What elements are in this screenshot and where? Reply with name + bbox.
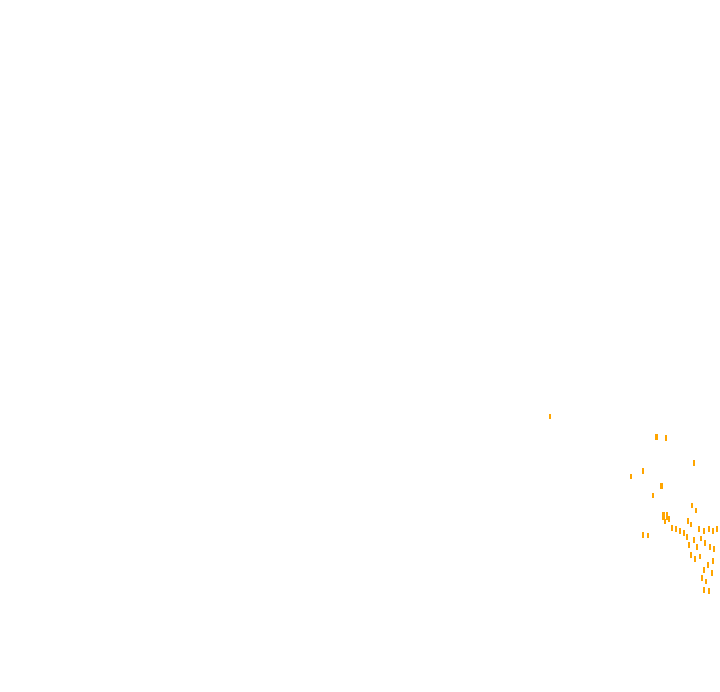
orange-dot	[700, 536, 702, 541]
orange-dot	[694, 556, 696, 562]
orange-dot	[693, 537, 695, 543]
orange-dot	[712, 528, 714, 534]
orange-dot	[679, 528, 681, 534]
orange-dot	[686, 534, 688, 540]
orange-dot	[665, 435, 667, 441]
orange-dot	[671, 525, 673, 531]
orange-dot	[707, 562, 709, 568]
orange-dot	[690, 552, 692, 558]
orange-dot	[683, 530, 685, 536]
orange-dot	[664, 519, 666, 524]
orange-dot	[693, 460, 695, 466]
orange-dot	[687, 518, 689, 524]
orange-dot	[675, 526, 677, 532]
orange-dot	[705, 579, 707, 584]
orange-dot	[662, 512, 665, 520]
orange-dot	[655, 434, 658, 440]
orange-dot	[691, 503, 693, 508]
orange-dot	[695, 508, 697, 513]
orange-dot	[630, 474, 632, 479]
orange-dot	[716, 526, 718, 532]
orange-dot	[703, 567, 705, 573]
orange-dot	[708, 588, 710, 594]
orange-dot	[699, 554, 701, 559]
orange-dot	[642, 468, 644, 474]
orange-dot	[712, 558, 714, 564]
orange-dot	[708, 526, 710, 532]
orange-dot	[703, 587, 705, 593]
orange-dot	[690, 522, 692, 527]
orange-dot	[696, 544, 698, 550]
orange-dot	[642, 532, 644, 538]
orange-dot	[711, 570, 713, 576]
orange-dot	[688, 542, 690, 548]
orange-dot	[549, 414, 551, 419]
orange-dot	[666, 512, 668, 520]
orange-dot	[701, 575, 703, 581]
orange-dot	[647, 533, 649, 538]
orange-dot	[709, 544, 711, 550]
orange-dot	[668, 516, 670, 522]
orange-dot	[703, 528, 705, 534]
orange-dot	[660, 483, 663, 489]
orange-dot	[713, 546, 715, 552]
orange-dot	[704, 540, 706, 546]
orange-dot	[698, 526, 700, 532]
orange-dot	[652, 493, 654, 498]
